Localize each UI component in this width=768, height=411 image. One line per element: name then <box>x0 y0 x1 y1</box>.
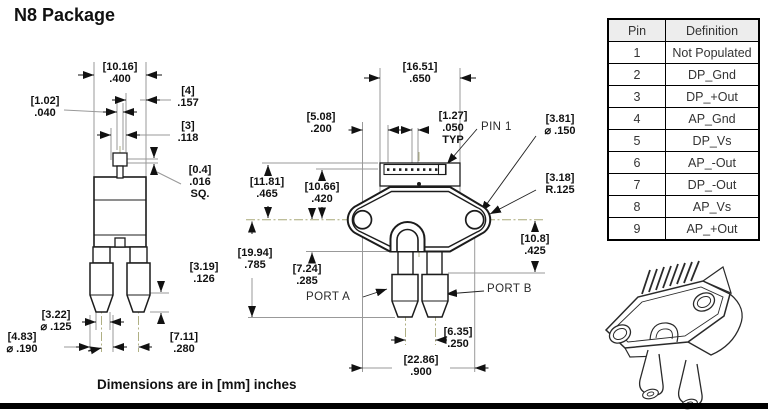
dim-4-83-label: [4.83]⌀ .190 <box>6 331 38 355</box>
dimensions-note: Dimensions are in [mm] inches <box>97 377 297 392</box>
dim-7-11-label: [7.11].280 <box>169 331 199 355</box>
dim-10-66-label: [10.66].420 <box>304 181 340 205</box>
dim-22-86-label: [22.86].900 <box>403 354 439 378</box>
dim-10-8-label: [10.8].425 <box>520 233 550 257</box>
pin-column-header: Pin <box>607 18 666 42</box>
dim-11-81-label: [11.81].465 <box>249 176 285 200</box>
pin-cell: 3 <box>607 85 666 108</box>
definition-cell: DP_-Out <box>665 173 760 196</box>
dim-3-19-label: [3.19].126 <box>189 261 219 285</box>
pin-cell: 5 <box>607 129 666 152</box>
definition-cell: DP_+Out <box>665 85 760 108</box>
port-b-callout: PORT B <box>487 283 532 295</box>
dim-10-16-label: [10.16].400 <box>102 61 138 85</box>
pin-cell: 7 <box>607 173 666 196</box>
pin-cell: 1 <box>607 41 666 64</box>
dim-1-02-label: [1.02].040 <box>30 95 60 119</box>
front-view-drawing <box>246 68 545 372</box>
dim-7-24-label: [7.24].285 <box>292 263 322 287</box>
table-header-row: Pin Definition <box>607 18 760 42</box>
page-title: N8 Package <box>14 5 116 25</box>
dim-16-51-label: [16.51].650 <box>402 61 438 85</box>
definition-cell: AP_Gnd <box>665 107 760 130</box>
definition-column-header: Definition <box>665 18 760 42</box>
dim-6-35-label: [6.35].250 <box>443 326 473 350</box>
pin-cell: 4 <box>607 107 666 130</box>
pin-cell: 9 <box>607 217 666 241</box>
pin1-callout: PIN 1 <box>481 121 512 133</box>
dim-19-94-label: [19.94].785 <box>237 247 273 271</box>
definition-cell: DP_Vs <box>665 129 760 152</box>
dim-4-label: [4].157 <box>177 85 199 109</box>
dim-3-22-label: [3.22]⌀ .125 <box>40 309 72 333</box>
dim-5-08-label: [5.08].200 <box>306 111 336 135</box>
definition-cell: AP_-Out <box>665 151 760 174</box>
footer-divider-bar <box>0 403 768 409</box>
pin-cell: 6 <box>607 151 666 174</box>
definition-cell: Not Populated <box>665 41 760 64</box>
definition-cell: AP_+Out <box>665 217 760 241</box>
iso-view-drawing <box>604 260 743 410</box>
pin-cell: 2 <box>607 63 666 86</box>
dim-3-81-label: [3.81]⌀ .150 <box>544 113 576 137</box>
port-a-callout: PORT A <box>306 291 351 303</box>
pin-cell: 8 <box>607 195 666 218</box>
dim-3-label: [3].118 <box>177 120 199 144</box>
definition-cell: DP_Gnd <box>665 63 760 86</box>
dim-3-18-label: [3.18]R.125 <box>545 172 575 196</box>
side-view-drawing <box>63 62 182 355</box>
definition-cell: AP_Vs <box>665 195 760 218</box>
